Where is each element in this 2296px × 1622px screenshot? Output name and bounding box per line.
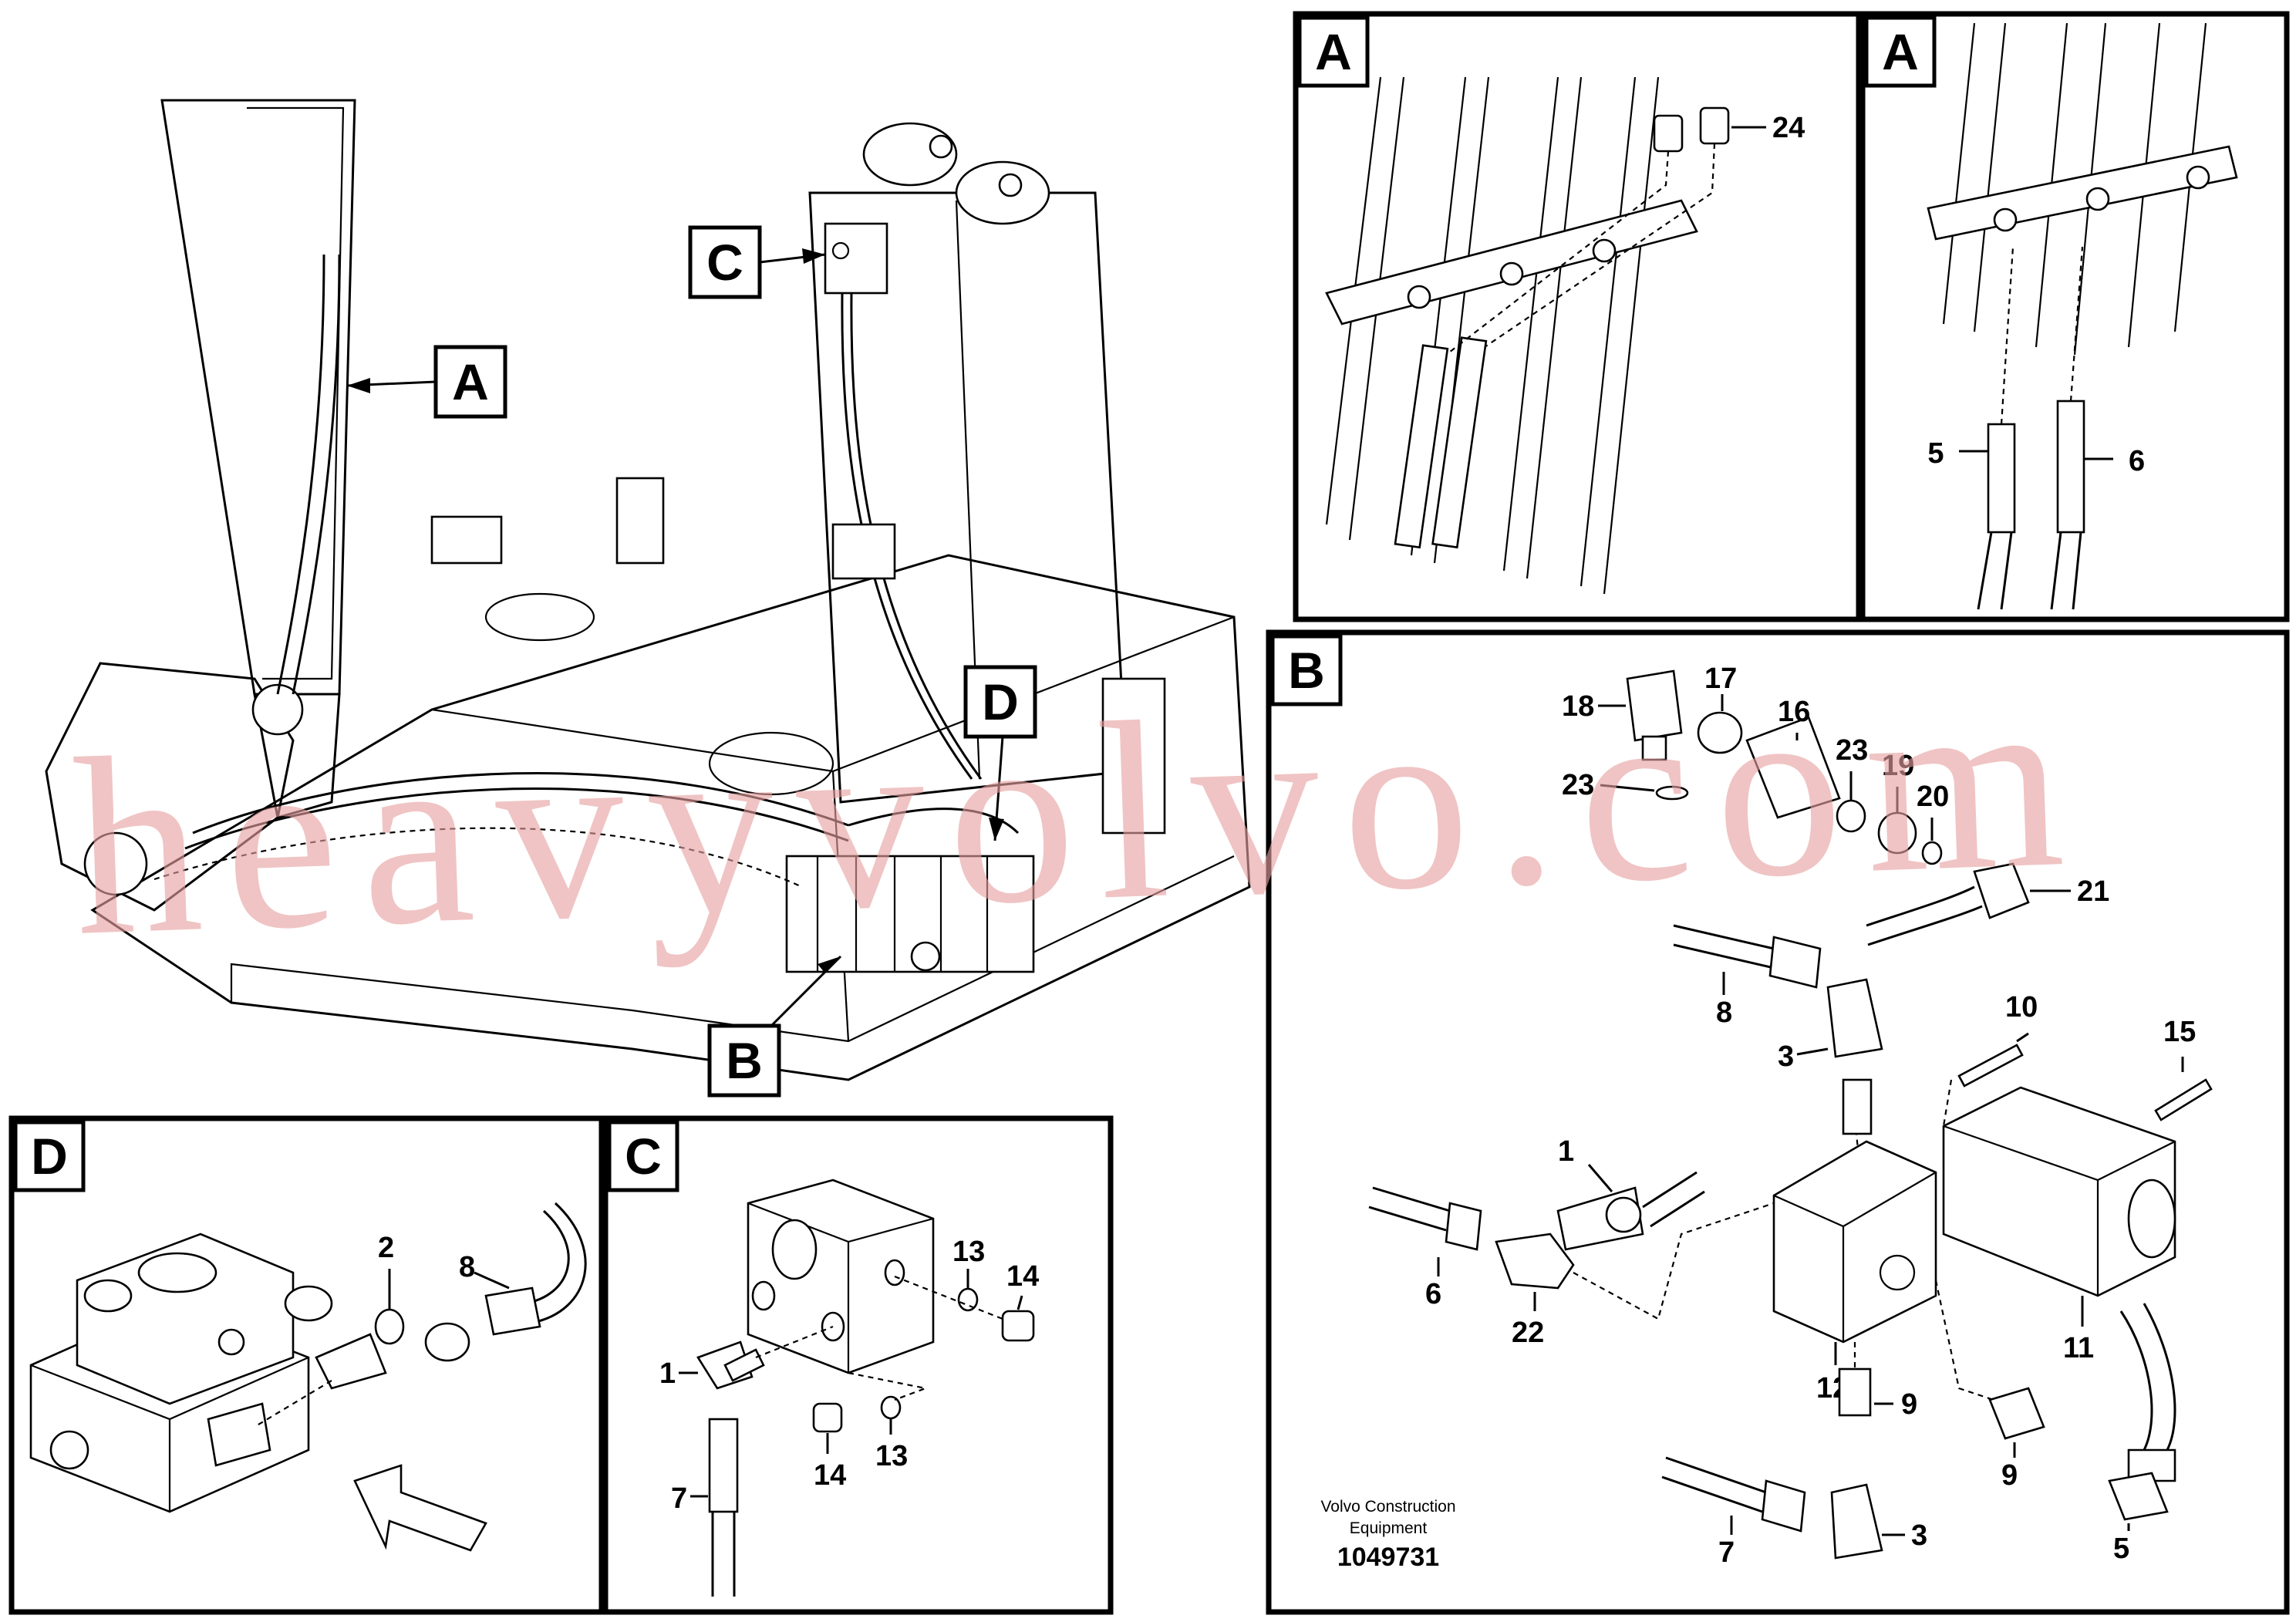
part-label-B-5: 5 [2113,1533,2129,1565]
part-label-B-15: 15 [2163,1016,2196,1048]
part-label-D-8: 8 [459,1251,475,1283]
detail-view-D: D 2 8 [8,1115,605,1615]
part-label-B-7: 7 [1718,1536,1735,1569]
part-label-B-3a: 3 [1778,1040,1794,1073]
part-label-B-16: 16 [1778,696,1810,728]
part-label-C-1: 1 [659,1357,676,1390]
elbow-block-18 [1626,669,1683,742]
main-callout-A: A [346,345,507,419]
part-label-A1-24: 24 [1772,112,1805,144]
part-label-A2-5: 5 [1927,437,1944,470]
main-assembly-view [45,99,1251,1081]
credit-line-2: Equipment [1350,1519,1428,1537]
part-label-C-13a: 13 [952,1236,985,1268]
part-label-B-23a: 23 [1562,769,1594,801]
main-callout-C: C [688,225,826,299]
detail-view-C: C 13 14 1 7 14 13 [602,1115,1114,1615]
part-label-D-2: 2 [378,1232,394,1264]
part-label-B-23b: 23 [1836,734,1868,767]
part-label-B-6: 6 [1425,1278,1441,1310]
view-direction-arrow [353,1464,487,1552]
watermark: heavyvolvo.com [69,637,2091,989]
drawing-number: 1049731 [1337,1543,1439,1572]
view-title-B: B [1288,642,1325,699]
part-label-C-14b: 14 [814,1459,846,1492]
part-label-B-22: 22 [1512,1317,1544,1349]
part-label-B-3b: 3 [1911,1519,1927,1552]
part-label-B-9b: 9 [2001,1459,2018,1492]
part-label-B-18: 18 [1562,690,1594,723]
main-callout-D: D [963,665,1037,841]
part-label-B-11: 11 [2063,1332,2094,1364]
part-label-B-8: 8 [1716,996,1732,1029]
part-label-B-9a: 9 [1901,1388,1917,1421]
callout-label-A: A [452,353,489,410]
part-label-B-19: 19 [1882,750,1914,782]
part-label-B-20: 20 [1917,781,1949,813]
detail-view-A-right: A 5 6 [1859,11,2290,622]
part-label-C-13b: 13 [875,1440,908,1472]
callout-label-D: D [982,673,1019,730]
main-callout-B: B [707,955,842,1098]
credit-line-1: Volvo Construction [1320,1498,1455,1516]
view-title-C: C [625,1128,662,1185]
part-label-A2-6: 6 [2129,445,2145,477]
callout-label-B: B [726,1032,763,1089]
detail-view-A-left: A 24 [1293,11,1862,622]
part-label-B-17: 17 [1704,663,1737,695]
part-label-C-14a: 14 [1006,1260,1039,1293]
view-title-A1: A [1315,23,1352,80]
view-title-A2: A [1882,23,1919,80]
part-label-B-1: 1 [1558,1135,1574,1168]
part-label-C-7: 7 [671,1482,687,1515]
view-title-D: D [31,1128,68,1185]
part-label-B-21: 21 [2077,875,2109,908]
callout-label-C: C [706,234,743,291]
detail-view-B: B 18 23 17 16 23 19 20 21 8 [1266,629,2290,1615]
part-label-B-10: 10 [2005,991,2038,1023]
